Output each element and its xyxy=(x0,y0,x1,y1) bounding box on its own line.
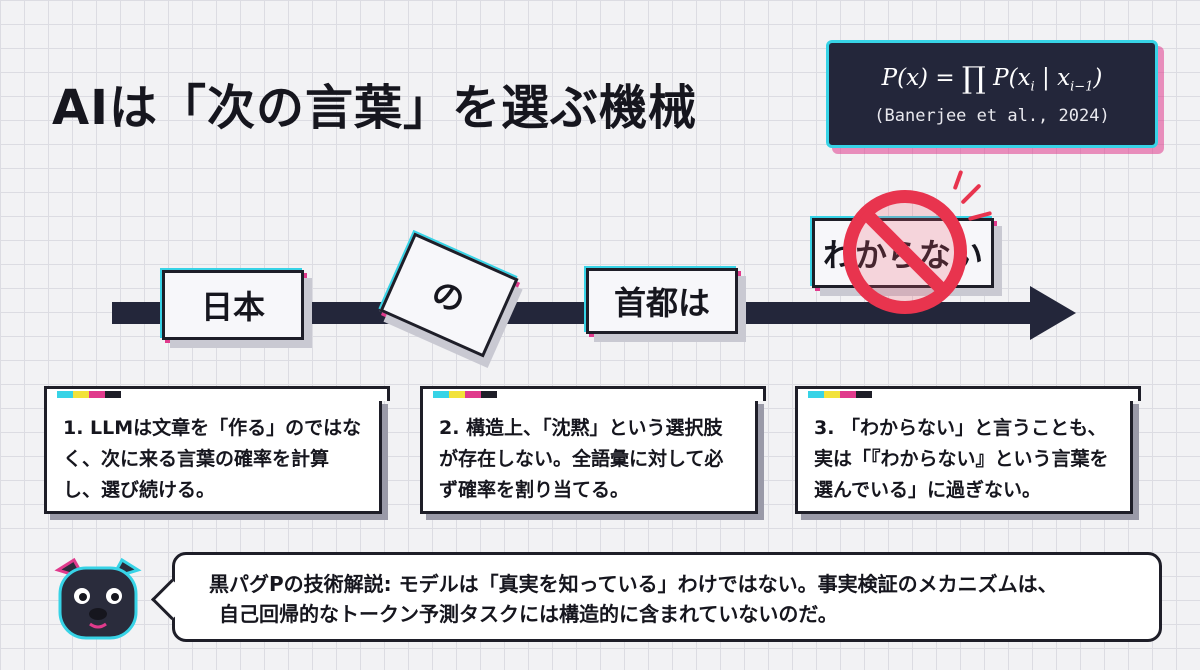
card-text: 3. 「わからない」と言うことも、実は「『わからない』という言葉を選んでいる」に… xyxy=(814,417,1109,501)
black-pug-icon xyxy=(54,557,142,640)
no-entry-sign-icon xyxy=(843,190,967,314)
word-block-shuto-wa: 首都は xyxy=(586,268,738,334)
formula-citation: (Banerjee et al., 2024) xyxy=(874,106,1110,126)
formula: P(x) = ∏ P(xi | xi−1) xyxy=(881,61,1103,96)
word-block-nihon: 日本 xyxy=(162,270,304,340)
bubble-tail xyxy=(150,578,193,621)
explanation-card-3: 3. 「わからない」と言うことも、実は「『わからない』という言葉を選んでいる」に… xyxy=(795,386,1141,514)
explanation-card-1: 1. LLMは文章を「作る」のではなく、次に来る言葉の確率を計算し、選び続ける。 xyxy=(44,386,390,514)
color-swatches xyxy=(433,391,497,398)
commentary-line-1: 黒パグPの技術解説: モデルは「真実を知っている」わけではない。事実検証のメカニ… xyxy=(209,572,1058,596)
word-block-no: の xyxy=(379,232,519,358)
formula-box: P(x) = ∏ P(xi | xi−1) (Banerjee et al., … xyxy=(826,40,1158,148)
card-text: 1. LLMは文章を「作る」のではなく、次に来る言葉の確率を計算し、選び続ける。 xyxy=(63,417,362,501)
product-symbol: ∏ xyxy=(961,61,986,96)
card-text: 2. 構造上、「沈黙」という選択肢が存在しない。全語彙に対して必ず確率を割り当て… xyxy=(439,417,724,501)
color-swatches xyxy=(57,391,121,398)
page-title: AIは「次の言葉」を選ぶ機械 xyxy=(52,80,698,136)
color-swatches xyxy=(808,391,872,398)
alert-spark-icon xyxy=(952,169,964,191)
commentary-bubble: 黒パグPの技術解説: モデルは「真実を知っている」わけではない。事実検証のメカニ… xyxy=(150,552,1162,642)
card-tab xyxy=(44,386,390,401)
card-tab xyxy=(795,386,1141,401)
card-tab xyxy=(420,386,766,401)
timeline-arrow-head-icon xyxy=(1030,286,1076,340)
commentary-line-2: 自己回帰的なトークン予測タスクには構造的に含まれていないのだ。 xyxy=(219,602,838,626)
timeline-arrow-shaft xyxy=(112,302,1042,324)
alert-spark-icon xyxy=(960,183,982,205)
explanation-card-2: 2. 構造上、「沈黙」という選択肢が存在しない。全語彙に対して必ず確率を割り当て… xyxy=(420,386,766,514)
